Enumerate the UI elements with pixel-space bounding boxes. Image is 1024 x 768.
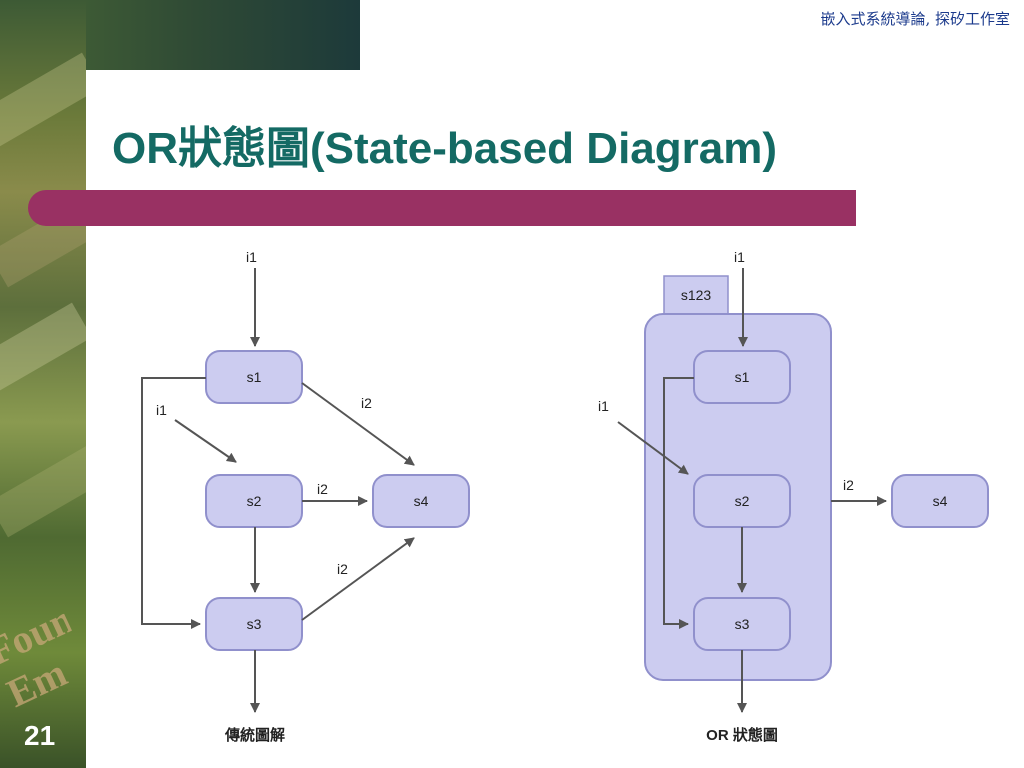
traditional-diagram: i1 s1 s2 s3 s4 i1 i2 i2 i bbox=[141, 249, 470, 744]
state-s4: s4 bbox=[372, 474, 470, 528]
arrow-i1-to-s2 bbox=[174, 419, 237, 463]
svg-text:s4: s4 bbox=[414, 493, 429, 509]
page-number: 21 bbox=[24, 720, 56, 751]
svg-text:s1: s1 bbox=[735, 369, 750, 385]
svg-text:s2: s2 bbox=[247, 493, 262, 509]
state-s2-or: s2 bbox=[693, 474, 791, 528]
state-s3: s3 bbox=[205, 597, 303, 651]
caption-traditional: 傳統圖解 bbox=[224, 726, 285, 744]
input-label-i1-top: i1 bbox=[246, 249, 257, 265]
svg-text:s3: s3 bbox=[735, 616, 750, 632]
state-s4-or: s4 bbox=[891, 474, 989, 528]
caption-or-diagram: OR 狀態圖 bbox=[706, 726, 778, 744]
state-s3-or: s3 bbox=[693, 597, 791, 651]
svg-text:s2: s2 bbox=[735, 493, 750, 509]
arrow-s1-to-s3-or bbox=[663, 377, 694, 629]
state-s1: s1 bbox=[205, 350, 303, 404]
arrow-s3-to-s4 bbox=[301, 537, 415, 621]
title-accent-bar bbox=[28, 190, 856, 226]
svg-text:s4: s4 bbox=[933, 493, 948, 509]
header-image-band bbox=[86, 0, 360, 70]
arrow-i1-to-s2-or bbox=[617, 421, 689, 475]
input-label-i2-s3-s4: i2 bbox=[337, 561, 348, 577]
input-label-i1-s2-or: i1 bbox=[598, 398, 609, 414]
input-label-i1-top-or: i1 bbox=[734, 249, 745, 265]
input-label-i2-out: i2 bbox=[843, 477, 854, 493]
course-header: 嵌入式系統導論, 探矽工作室 bbox=[820, 10, 1010, 28]
superstate-label: s123 bbox=[663, 275, 729, 315]
svg-text:s3: s3 bbox=[247, 616, 262, 632]
content-corner-curve bbox=[86, 70, 360, 200]
state-s1-or: s1 bbox=[693, 350, 791, 404]
input-label-i1-s2: i1 bbox=[156, 402, 167, 418]
arrow-s1-to-s4 bbox=[301, 382, 415, 466]
input-label-i2-s2-s4: i2 bbox=[317, 481, 328, 497]
svg-text:s123: s123 bbox=[681, 287, 712, 303]
input-label-i2-s1-s4: i2 bbox=[361, 395, 372, 411]
sidebar-background: Foun Em bbox=[0, 0, 86, 768]
or-state-diagram: s123 i1 s1 s2 s3 s4 i1 i2 bbox=[598, 249, 989, 744]
page-title: OR狀態圖(State-based Diagram) bbox=[112, 124, 778, 173]
state-s2: s2 bbox=[205, 474, 303, 528]
svg-text:s1: s1 bbox=[247, 369, 262, 385]
arrow-s1-to-s3 bbox=[141, 377, 206, 629]
